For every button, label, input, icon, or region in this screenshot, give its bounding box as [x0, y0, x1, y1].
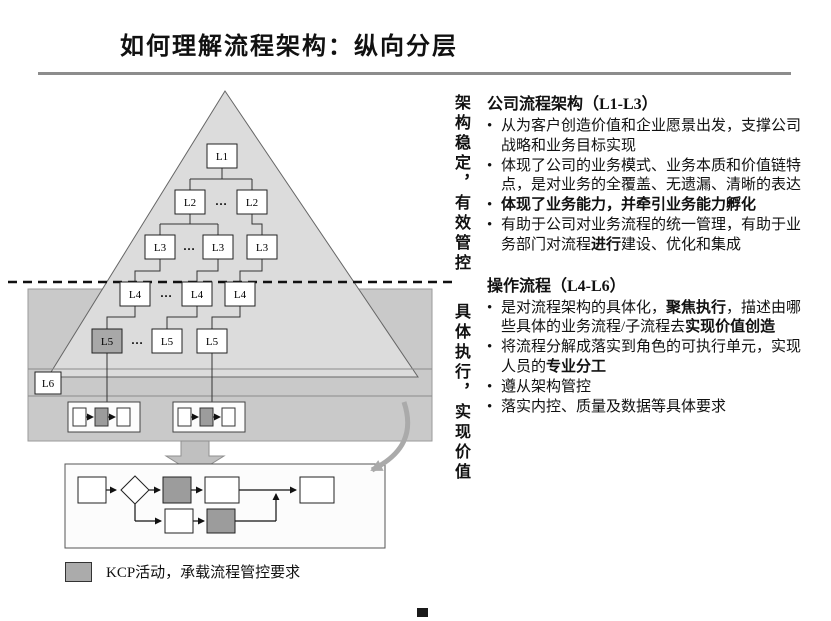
l1-box: [206, 143, 238, 169]
l5-label: L5: [101, 336, 114, 348]
kcp-legend-swatch: [65, 561, 92, 582]
footer-mark: [417, 608, 428, 617]
l5-label: L5: [206, 336, 219, 348]
list-item: • 体现了业务能力，并牵引业务能力孵化: [487, 196, 807, 216]
l5-box: [151, 328, 183, 354]
callout-curved-arrow: [370, 401, 411, 473]
flow-step: [77, 476, 107, 504]
list-item: • 落实内控、质量及数据等具体要求: [487, 398, 807, 418]
chain-step: [221, 407, 236, 427]
l4-box: [224, 281, 256, 307]
bullet-text: 将流程分解成落实到角色的可执行单元，实现人员的专业分工: [501, 339, 802, 375]
l5-box: [196, 328, 228, 354]
level-row-l1: L1: [206, 143, 238, 169]
l4-box: [119, 281, 151, 307]
list-item: • 是对流程架构的具体化，聚焦执行，描述由哪些具体的业务流程/子流程去实现价值创…: [487, 299, 807, 339]
list-item: • 将流程分解成落实到角色的可执行单元，实现人员的专业分工: [487, 338, 807, 378]
l2-box: [236, 189, 268, 215]
ellipsis: …: [160, 286, 172, 300]
bullet-text: 体现了公司的业务模式、业务本质和价值链特点，是对业务的全覆盖、无遗漏、清晰的表达: [501, 157, 802, 194]
bullet-text: 体现了业务能力，并牵引业务能力孵化: [501, 197, 757, 214]
ellipsis: …: [183, 239, 195, 253]
level-row-l2: L2 L2 …: [174, 189, 268, 215]
list-item: • 从为客户创造价值和企业愿景出发，支撑公司战略和业务目标实现: [487, 117, 807, 157]
bullet-text: 遵从架构管控: [501, 378, 592, 395]
page-title: 如何理解流程架构：纵向分层: [120, 34, 458, 60]
flow-step: [204, 476, 240, 504]
l3-box: [144, 234, 176, 260]
level-row-l5: L5 L5 L5 …: [91, 328, 228, 354]
flowchart-connectors: [106, 486, 297, 525]
flow-step: [164, 508, 194, 534]
bullet-text: 有助于公司对业务流程的统一管理，有助于业务部门对流程进行建设、优化和集成: [501, 216, 802, 253]
bullet-list: • 从为客户创造价值和企业愿景出发，支撑公司战略和业务目标实现 • 体现了公司的…: [487, 117, 807, 256]
l2-label: L2: [246, 197, 258, 209]
list-item: • 体现了公司的业务模式、业务本质和价值链特点，是对业务的全覆盖、无遗漏、清晰的…: [487, 157, 807, 197]
chain-step: [72, 407, 87, 427]
title-divider: [38, 72, 791, 75]
chain-step: [177, 407, 192, 427]
l2-label: L2: [184, 197, 196, 209]
vertical-label-lower: 具体执行，实现价值: [452, 303, 469, 483]
level-row-l4: L4 L4 L4 …: [119, 281, 256, 307]
bullet-marker: •: [487, 299, 493, 316]
list-item: • 有助于公司对业务流程的统一管理，有助于业务部门对流程进行建设、优化和集成: [487, 216, 807, 256]
bullet-marker: •: [487, 157, 493, 174]
l6-band-lines: [28, 368, 432, 397]
l3-label: L3: [154, 242, 167, 254]
level-row-l6: L6: [34, 371, 62, 395]
bullet-list: • 是对流程架构的具体化，聚焦执行，描述由哪些具体的业务流程/子流程去实现价值创…: [487, 299, 807, 418]
bullet-marker: •: [487, 339, 493, 356]
l6-label: L6: [42, 378, 55, 390]
section-company-architecture: 公司流程架构（L1-L3） • 从为客户创造价值和企业愿景出发，支撑公司战略和业…: [487, 90, 807, 256]
section-title: 公司流程架构（L1-L3）: [487, 96, 658, 113]
bullet-marker: •: [487, 118, 493, 134]
l5-label: L5: [161, 336, 174, 348]
chain-step-kcp: [94, 407, 109, 427]
l3-label: L3: [256, 242, 269, 254]
flow-decision-diamond: [120, 475, 150, 505]
bullet-marker: •: [487, 398, 493, 415]
chain-step-kcp: [199, 407, 214, 427]
l3-label: L3: [212, 242, 225, 254]
kcp-legend: KCP活动，承载流程管控要求: [65, 561, 300, 582]
right-panel: 公司流程架构（L1-L3） • 从为客户创造价值和企业愿景出发，支撑公司战略和业…: [487, 90, 807, 417]
level-row-l3: L3 L3 L3 …: [144, 234, 278, 260]
l3-box: [202, 234, 234, 260]
l3-box: [246, 234, 278, 260]
section-title: 操作流程（L4-L6）: [487, 277, 626, 295]
l4-label: L4: [191, 289, 204, 301]
l4-box: [181, 281, 213, 307]
section-operational-process: 操作流程（L4-L6） • 是对流程架构的具体化，聚焦执行，描述由哪些具体的业务…: [487, 272, 807, 418]
ellipsis: …: [215, 194, 227, 208]
l5-box-kcp: [91, 328, 123, 354]
process-chain-1: [67, 401, 141, 433]
l1-label: L1: [216, 151, 228, 163]
flow-step: [299, 476, 335, 504]
process-architecture-diagram: L1 L2 L2 … L3 L3 L3 … L4 L4 L4: [8, 90, 453, 549]
bullet-marker: •: [487, 197, 493, 214]
bullet-marker: •: [487, 216, 493, 233]
bullet-text: 是对流程架构的具体化，聚焦执行，描述由哪些具体的业务流程/子流程去实现价值创造: [501, 299, 802, 336]
l4-label: L4: [129, 289, 142, 301]
kcp-legend-label: KCP活动，承载流程管控要求: [106, 565, 301, 581]
vertical-label-upper: 架构稳定，有效管控: [452, 94, 469, 274]
bullet-marker: •: [487, 378, 493, 395]
ellipsis: …: [131, 333, 143, 347]
l4-label: L4: [234, 289, 247, 301]
l6-box: [34, 371, 62, 395]
flow-step-kcp: [206, 508, 236, 534]
bullet-text: 从为客户创造价值和企业愿景出发，支撑公司战略和业务目标实现: [501, 118, 802, 154]
tree-connectors: [106, 168, 263, 402]
process-chain-2: [172, 401, 246, 433]
l2-box: [174, 189, 206, 215]
bullet-text: 落实内控、质量及数据等具体要求: [501, 398, 727, 415]
chain-step: [116, 407, 131, 427]
detail-flowchart: [64, 463, 386, 549]
flow-step-kcp: [162, 476, 192, 504]
list-item: • 遵从架构管控: [487, 378, 807, 398]
